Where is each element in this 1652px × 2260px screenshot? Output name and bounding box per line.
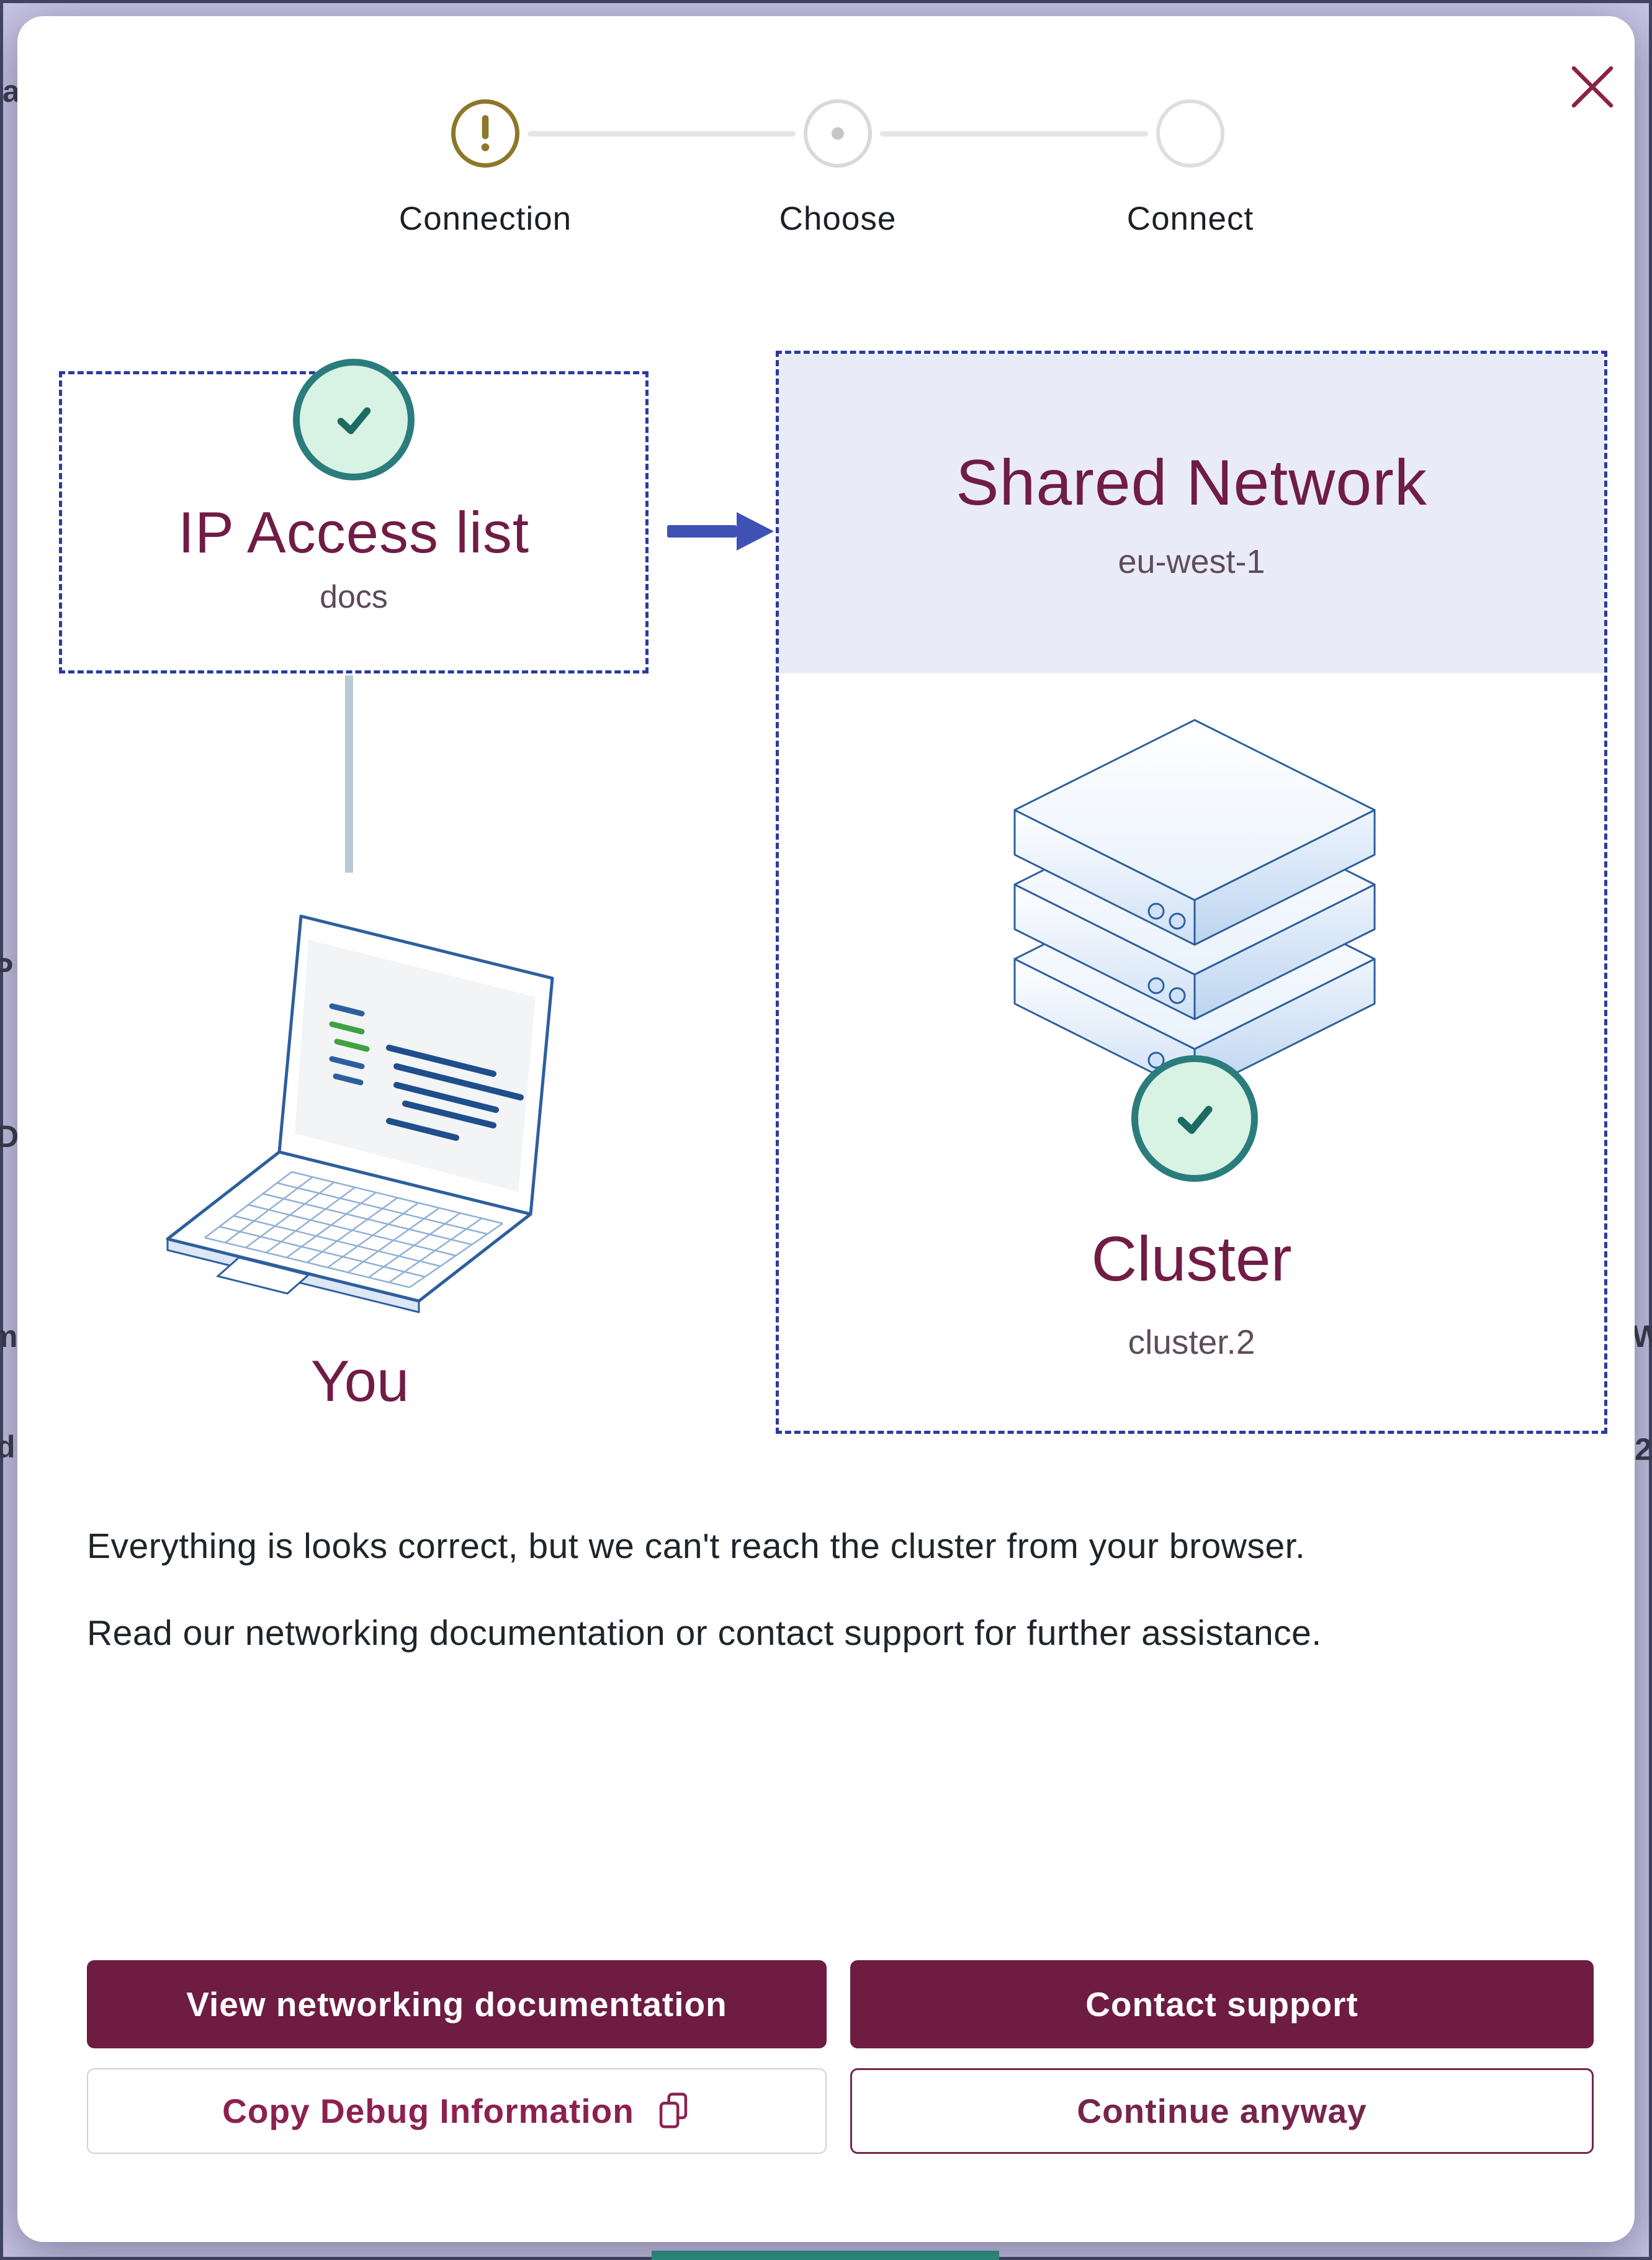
arrow-right-icon (667, 512, 774, 551)
shared-network-box: Shared Network eu-west-1 (776, 351, 1607, 1434)
connection-line (345, 675, 353, 873)
cluster-check-icon (1131, 1055, 1258, 1182)
server-stack-illustration (1013, 719, 1376, 1095)
view-networking-documentation-button[interactable]: View networking documentation (87, 1960, 827, 2048)
background-text-fragment: D (0, 1119, 19, 1154)
status-message: Everything is looks correct, but we can'… (87, 1526, 1306, 1566)
step-label-connection: Connection (398, 200, 572, 237)
step-connect-indicator (1156, 99, 1224, 168)
connection-troubleshoot-modal: Connection Choose Connect IP Access list… (17, 16, 1635, 2242)
laptop-illustration (166, 914, 554, 1313)
step-current-dot (832, 127, 844, 140)
copy-debug-information-button[interactable]: Copy Debug Information (87, 2068, 827, 2154)
background-text-fragment: a (2, 74, 20, 109)
ip-access-check-icon (293, 359, 415, 480)
contact-support-button[interactable]: Contact support (850, 1960, 1594, 2048)
network-header: Shared Network eu-west-1 (779, 354, 1604, 673)
stepper-connector (527, 131, 796, 137)
background-text-fragment: d (0, 1429, 16, 1464)
step-label-choose: Choose (779, 200, 897, 237)
close-icon (1571, 66, 1614, 108)
close-button[interactable] (1564, 58, 1621, 115)
background-text-fragment: m (0, 1319, 18, 1354)
cluster-title: Cluster (1091, 1223, 1292, 1294)
you-label: You (310, 1348, 410, 1413)
background-strip (652, 2251, 999, 2260)
background-text-fragment: W (1632, 1319, 1652, 1354)
network-title: Shared Network (956, 447, 1427, 519)
continue-anyway-button[interactable]: Continue anyway (850, 2068, 1594, 2154)
step-choose-indicator (804, 99, 872, 168)
background-text-fragment: 2 (1635, 1432, 1652, 1467)
cluster-name: cluster.2 (1128, 1323, 1255, 1361)
warning-icon (481, 115, 490, 151)
step-connection-indicator (451, 99, 519, 168)
copy-icon (659, 2092, 688, 2128)
ip-access-docs-link[interactable]: docs (320, 579, 388, 615)
help-message: Read our networking documentation or con… (87, 1613, 1322, 1653)
step-label-connect: Connect (1126, 200, 1254, 237)
network-region: eu-west-1 (1118, 543, 1265, 580)
copy-debug-label: Copy Debug Information (222, 2092, 634, 2130)
ip-access-list-title: IP Access list (177, 500, 530, 565)
stepper-connector (880, 131, 1148, 137)
background-text-fragment: P (0, 952, 14, 986)
